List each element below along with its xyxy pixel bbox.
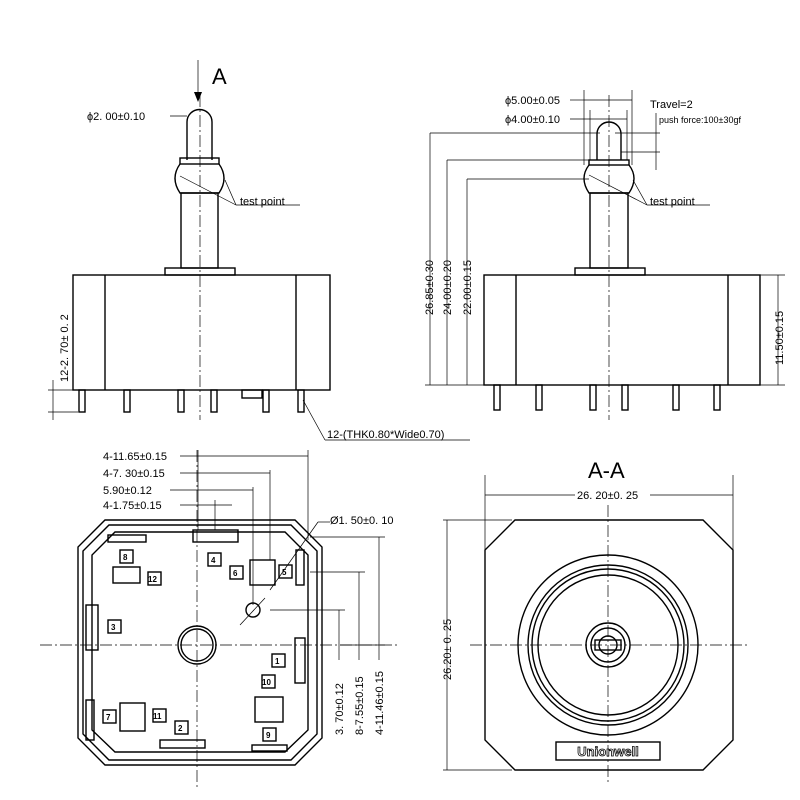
test-point-label: test point	[240, 196, 285, 208]
body-height-label: 11.50±0.15	[774, 311, 786, 365]
pin-number: 12	[148, 575, 157, 584]
hole-diameter-label: Ø1. 50±0. 10	[330, 515, 394, 527]
v-dim-label-2: 8-7.55±0.15	[354, 676, 366, 735]
pin-number: 6	[233, 569, 238, 578]
pin-spec-label: 12-(THK0.80*Wide0.70)	[327, 429, 444, 441]
pin-number: 2	[178, 724, 183, 733]
v-dim-label-1: 3. 70±0.12	[334, 683, 346, 735]
pin-number: 1	[275, 657, 280, 666]
outer-diameter-label: ϕ5.00±0.05	[505, 95, 560, 107]
pin-number: 5	[282, 568, 287, 577]
section-height-label: 26.20± 0. 25	[442, 619, 454, 680]
v-dim-label-3: 4-11.46±0.15	[374, 671, 386, 735]
pin-number: 7	[106, 713, 111, 722]
shoulder-height-label: 24.00±0.20	[442, 260, 454, 315]
horizontal-dims: 4-11.65±0.15 4-7. 30±0.15 5.90±0.12 4-1.…	[103, 450, 309, 605]
pin-number: 9	[266, 731, 271, 740]
dim-label-4: 4-1.75±0.15	[103, 500, 162, 512]
travel-label: Travel=2	[650, 99, 693, 111]
inner-diameter-label: ϕ4.00±0.10	[505, 114, 560, 126]
pin-numbers: 8 12 4 6 5 3 1 10 7 11 2 9	[102, 549, 293, 742]
side-view: A ϕ2. 00±0.10 test point 12-2. 70± 0. 2	[48, 60, 470, 441]
section-mark-a: A	[212, 64, 227, 89]
front-pins	[493, 384, 721, 411]
pin-height-label: 12-2. 70± 0. 2	[59, 314, 71, 382]
push-force-label: push force:100±30gf	[659, 115, 741, 125]
front-test-point-label: test point	[650, 196, 695, 208]
total-height-label: 26.85±0.30	[424, 260, 436, 315]
test-height-label: 22.00±0.15	[462, 260, 474, 315]
terminals	[85, 529, 306, 752]
dim-label-3: 5.90±0.12	[103, 485, 152, 497]
dim-label-2: 4-7. 30±0.15	[103, 468, 165, 480]
section-title: A-A	[588, 458, 625, 483]
tip-diameter-label: ϕ2. 00±0.10	[87, 111, 145, 123]
section-view: A-A 26. 20±0. 25 26.20± 0. 25 Unionwell	[442, 458, 748, 785]
vertical-dims: 3. 70±0.12 8-7.55±0.15 4-11.46±0.15	[270, 536, 386, 735]
section-width-label: 26. 20±0. 25	[577, 490, 638, 502]
pin-number: 8	[123, 553, 128, 562]
pin-number: 11	[153, 712, 162, 721]
pin-number: 4	[211, 556, 216, 565]
front-view: ϕ5.00±0.05 ϕ4.00±0.10 Travel=2 push forc…	[424, 90, 786, 420]
pins	[78, 389, 305, 413]
pin-number: 3	[111, 623, 116, 632]
brand-logo: Unionwell	[577, 744, 638, 759]
dim-label-1: 4-11.65±0.15	[103, 451, 167, 463]
bottom-view: Ø1. 50±0. 10 4-11.65±0.15 4-7. 30±0.15 5…	[40, 450, 400, 790]
pin-number: 10	[262, 678, 271, 687]
